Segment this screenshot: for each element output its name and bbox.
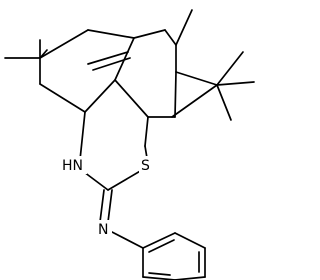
s-atom-label: S [141, 158, 150, 174]
bond [216, 81, 255, 86]
n-atom-label: N [98, 222, 108, 238]
atom-labels: HN S N [61, 156, 153, 238]
double-bond-line [148, 239, 175, 253]
bond [133, 29, 166, 39]
bond [142, 232, 176, 249]
double-bond-line [87, 51, 129, 65]
bond [144, 116, 149, 147]
bond [174, 71, 177, 118]
atom-label-background [139, 156, 153, 174]
bond [107, 169, 143, 191]
bond [83, 171, 109, 191]
bond [175, 9, 193, 46]
bond [174, 232, 206, 249]
bond [171, 84, 218, 118]
atom-label-background [96, 220, 112, 238]
bond [164, 29, 177, 46]
bond [114, 79, 149, 118]
bond [39, 29, 89, 59]
bond [175, 71, 218, 86]
bond [87, 29, 135, 39]
bond [216, 84, 232, 121]
double-bond-line [107, 189, 113, 223]
bond [111, 231, 144, 249]
chemical-structure-diagram: HN S N [4, 9, 255, 280]
bond-lines [4, 9, 255, 280]
bond [216, 51, 244, 86]
nh-atom-label: HN [62, 158, 83, 174]
double-bond-line [148, 272, 171, 276]
atom-label-background [61, 156, 87, 174]
bond [79, 111, 86, 161]
bond [92, 57, 131, 71]
bond [39, 83, 86, 113]
double-bond-line [99, 189, 105, 223]
bond [84, 79, 116, 113]
